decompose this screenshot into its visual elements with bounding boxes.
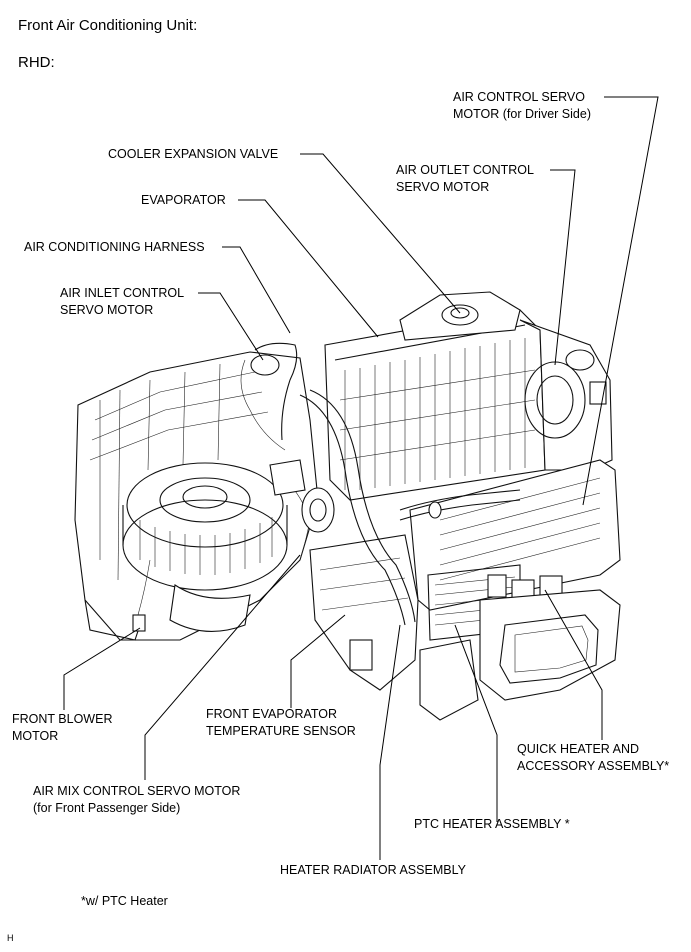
label-heater-radiator-assembly: HEATER RADIATOR ASSEMBLY [280, 862, 466, 879]
label-line: AIR CONTROL SERVO [453, 90, 585, 104]
label-line: PTC HEATER ASSEMBLY * [414, 817, 570, 831]
label-line: FRONT EVAPORATOR [206, 707, 338, 721]
label-line: TEMPERATURE SENSOR [206, 724, 356, 738]
label-evaporator: EVAPORATOR [141, 192, 226, 209]
label-air-inlet-control-servo: AIR INLET CONTROL SERVO MOTOR [60, 285, 184, 319]
label-line: MOTOR (for Driver Side) [453, 107, 591, 121]
label-air-conditioning-harness: AIR CONDITIONING HARNESS [24, 239, 205, 256]
leader-front-evaporator-temp-sensor [290, 614, 346, 708]
leader-lines [63, 96, 659, 860]
label-front-blower-motor: FRONT BLOWER MOTOR [12, 711, 112, 745]
label-line: AIR CONDITIONING HARNESS [24, 240, 205, 254]
label-line: EVAPORATOR [141, 193, 226, 207]
leader-ptc-heater [454, 624, 498, 822]
leader-front-blower-motor [63, 627, 141, 710]
label-ptc-heater-assembly: PTC HEATER ASSEMBLY * [414, 816, 570, 833]
leader-air-outlet-servo [550, 169, 576, 366]
leader-air-inlet-servo [198, 292, 264, 361]
label-air-outlet-control-servo: AIR OUTLET CONTROL SERVO MOTOR [396, 162, 534, 196]
footnote: *w/ PTC Heater [81, 894, 168, 908]
label-line: SERVO MOTOR [396, 180, 490, 194]
label-quick-heater-accessory: QUICK HEATER AND ACCESSORY ASSEMBLY* [517, 741, 669, 775]
label-air-mix-control-servo: AIR MIX CONTROL SERVO MOTOR (for Front P… [33, 783, 240, 817]
label-line: HEATER RADIATOR ASSEMBLY [280, 863, 466, 877]
label-air-control-servo-driver: AIR CONTROL SERVO MOTOR (for Driver Side… [453, 89, 591, 123]
leader-quick-heater [544, 589, 603, 740]
leader-cooler-expansion-valve [300, 153, 461, 314]
label-line: AIR MIX CONTROL SERVO MOTOR [33, 784, 241, 798]
page-title: Front Air Conditioning Unit: [18, 17, 198, 34]
label-front-evaporator-temp-sensor: FRONT EVAPORATOR TEMPERATURE SENSOR [206, 706, 356, 740]
label-line: COOLER EXPANSION VALVE [108, 147, 279, 161]
label-cooler-expansion-valve: COOLER EXPANSION VALVE [108, 146, 278, 163]
leader-air-mix-servo [144, 554, 301, 780]
page-subtitle: RHD: [18, 54, 55, 71]
corner-mark: H [7, 933, 14, 943]
label-line: ACCESSORY ASSEMBLY* [517, 759, 670, 773]
label-line: SERVO MOTOR [60, 303, 154, 317]
label-line: MOTOR [12, 729, 59, 743]
label-line: AIR OUTLET CONTROL [396, 163, 534, 177]
leader-air-conditioning-harness [222, 246, 291, 334]
label-line: QUICK HEATER AND [517, 742, 640, 756]
label-line: AIR INLET CONTROL [60, 286, 185, 300]
leader-air-control-servo [582, 96, 659, 506]
unit-drawing [74, 291, 621, 721]
leader-evaporator [238, 199, 379, 338]
label-line: FRONT BLOWER [12, 712, 113, 726]
leader-heater-radiator [379, 624, 401, 860]
label-line: (for Front Passenger Side) [33, 801, 181, 815]
